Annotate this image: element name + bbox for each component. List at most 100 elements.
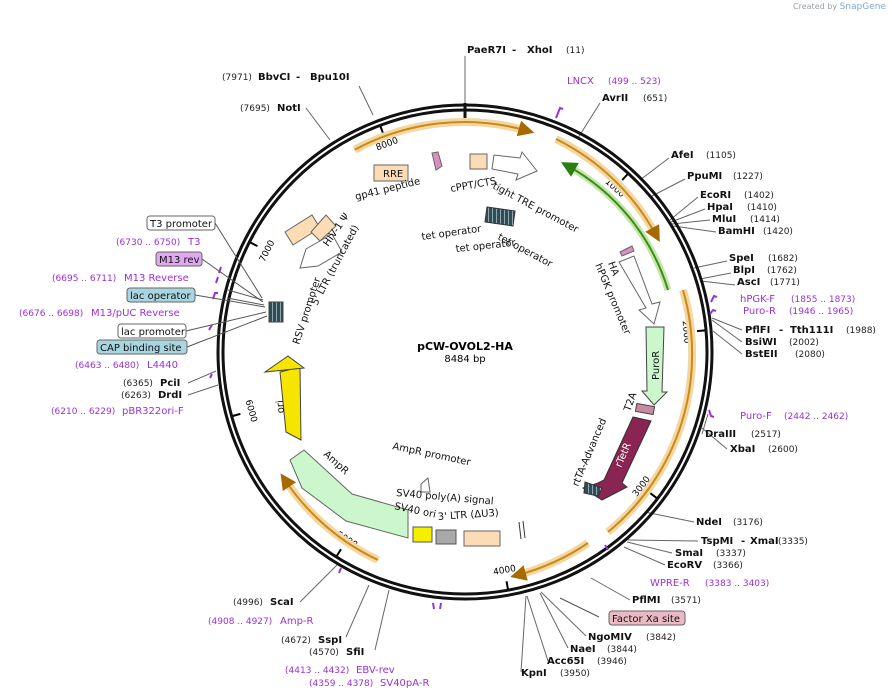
enzyme-labels: PaeR7I - XhoI (11) AvrII (651) BbvCI - B…: [19, 45, 876, 689]
site-sfii-pos: (4570): [309, 648, 339, 658]
site-paer7i: PaeR7I: [467, 45, 506, 56]
arc-green: [561, 162, 669, 291]
ampr-promoter-arrow: [420, 477, 431, 493]
lac-operator-label[interactable]: lac operator: [126, 287, 196, 303]
site-line-ecori: [669, 196, 699, 221]
site-line-bsteii: [712, 330, 743, 355]
primer-ebvrev: EBV-rev: [356, 665, 395, 676]
site-spei: SpeI: [729, 253, 754, 264]
factor-xa-label[interactable]: Factor Xa site: [608, 610, 686, 626]
site-line-ppumi: [651, 178, 686, 197]
site-line-bsiwi: [711, 319, 743, 343]
site-pflmi-pos: (3571): [671, 596, 701, 606]
factor-xa-text: Factor Xa site: [612, 614, 680, 625]
arc-upper: [354, 120, 535, 151]
site-noti-pos: (7695): [240, 104, 270, 114]
site-line-pflfi: [711, 317, 743, 331]
cap-binding-label[interactable]: CAP binding site: [96, 339, 188, 355]
site-line-bamhi: [672, 225, 717, 233]
site-tth111i-pos: (1988): [846, 326, 876, 336]
tick-label-7000: 7000: [258, 239, 277, 264]
site-noti: NotI: [277, 103, 301, 114]
primer-mark-lncx: [555, 106, 564, 119]
cppt-box: [469, 153, 488, 170]
snapgene-logo: SnapGene: [839, 2, 886, 12]
t3-promoter-label[interactable]: T3 promoter: [146, 215, 216, 231]
site-pcii-pos: (6365): [123, 379, 153, 389]
site-ecorv: EcoRV: [667, 560, 702, 571]
primer-mark-wprer: [604, 544, 609, 551]
site-ecori: EcoRI: [700, 190, 731, 201]
label-rre: RRE: [383, 169, 403, 180]
ltr3-edge-a: [518, 521, 522, 540]
site-smai: SmaI: [675, 548, 703, 559]
site-line-scai: [299, 564, 338, 603]
ltr5-box: [284, 214, 321, 246]
label-cppt: cPPT/CTS: [450, 176, 498, 195]
primer-ampr: Amp-R: [280, 616, 314, 627]
site-mlui-pos: (1414): [750, 215, 780, 225]
primer-sv40par: SV40pA-R: [380, 678, 429, 689]
site-line-smai: [626, 541, 673, 554]
site-line-kpni: [520, 595, 527, 673]
lac-promoter-label[interactable]: lac promoter: [117, 323, 187, 339]
rtetr-arrow: [581, 416, 652, 501]
primer-hpgkf: hPGK-F: [740, 294, 775, 305]
lac-region-block: [268, 301, 284, 323]
site-bsiwi-pos: (2002): [789, 338, 819, 348]
tick-5000: [335, 548, 342, 557]
primer-lncx-range: (499 .. 523): [608, 77, 661, 87]
rtetr-hatch: [583, 481, 603, 497]
boxed-leader-lines: [185, 222, 600, 618]
m13-rev-label[interactable]: M13 rev: [155, 251, 203, 267]
site-draiii-pos: (2517): [751, 430, 781, 440]
gp41-box: [431, 151, 443, 171]
primer-sv40par-range: (4359 .. 4378): [309, 679, 373, 689]
primer-ebvrev-range: (4413 .. 4432): [285, 666, 349, 676]
site-line-acc65i: [526, 595, 549, 662]
site-hpai: HpaI: [707, 202, 733, 213]
primer-mark-sv40par: [439, 602, 442, 610]
site-line-pcii: [187, 370, 217, 384]
tick-3000: [649, 492, 658, 499]
tet-operator-block: [484, 206, 516, 227]
site-pflfi: PflFI: [745, 325, 770, 336]
primer-mark-l4440: [208, 324, 213, 331]
site-tth111i: Tth111I: [790, 325, 833, 336]
feature-arcs: [280, 118, 697, 581]
label-tre: tight TRE promoter: [491, 181, 581, 236]
primer-mark-t3: [218, 266, 222, 274]
site-ngomiv-pos: (3842): [646, 633, 676, 643]
tick-8000: [379, 125, 385, 135]
site-ppumi: PpuMI: [687, 171, 722, 182]
tick-7000: [249, 241, 258, 248]
tick-label-6000: 6000: [243, 399, 259, 424]
site-line-avrii: [577, 102, 601, 139]
site-bsteii: BstEII: [745, 349, 778, 360]
site-line-drdi: [187, 384, 219, 396]
site-avrii: AvrII: [602, 93, 628, 104]
tre-promoter-arrow: [491, 150, 538, 181]
label-tet-1: tet operator: [421, 224, 483, 243]
inner-features: [263, 150, 669, 547]
primer-m13puc-range: (6676 .. 6698): [19, 309, 83, 319]
arc-bottom: [510, 542, 589, 581]
site-ndei-pos: (3176): [733, 518, 763, 528]
cap-binding-text: CAP binding site: [100, 343, 182, 354]
site-bamhi: BamHI: [718, 226, 755, 237]
site-mlui: MluI: [712, 214, 736, 225]
primer-wprer-range: (3383 .. 3403): [705, 579, 769, 589]
ltr3-edge-b: [522, 520, 526, 539]
primer-purof: Puro-F: [740, 411, 772, 422]
site-line-spei: [693, 260, 728, 269]
arc-right-top: [555, 138, 660, 243]
site-line-xbai: [701, 427, 728, 450]
primer-puror-range: (1946 .. 1965): [789, 307, 853, 317]
label-rtta: rtTA-Advanced: [571, 417, 610, 488]
site-sspi-pos: (4672): [281, 636, 311, 646]
primer-mark-puror: [709, 308, 717, 315]
plasmid-size: 8484 bp: [444, 354, 485, 365]
ltr3-box: [463, 530, 501, 547]
lac-operator-text: lac operator: [130, 291, 191, 302]
